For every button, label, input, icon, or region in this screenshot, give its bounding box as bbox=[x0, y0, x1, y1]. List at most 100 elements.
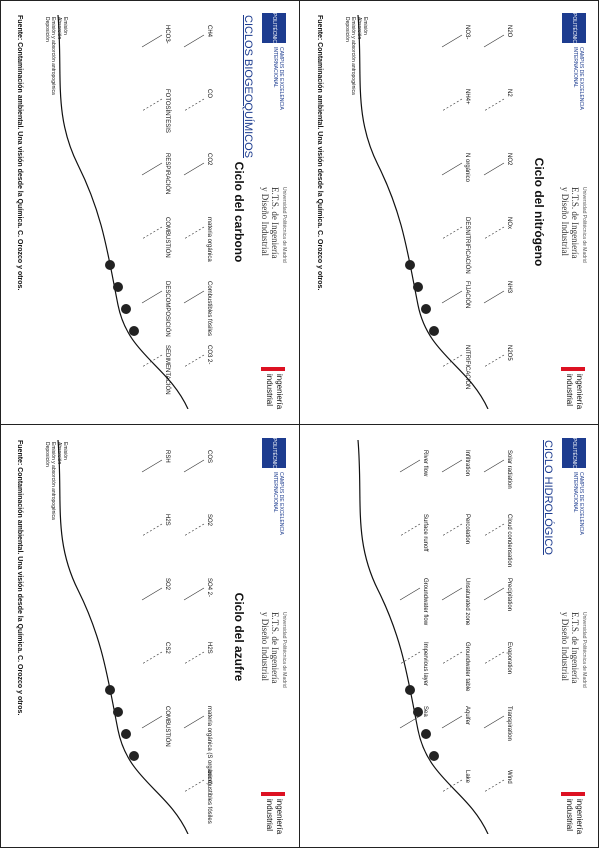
diagram-label: NH3 bbox=[506, 281, 512, 294]
flow-arrow bbox=[183, 651, 204, 665]
flow-arrow bbox=[441, 715, 462, 729]
tree-icon bbox=[404, 260, 415, 270]
diagram-label: DESCOMPOSICIÓN bbox=[164, 281, 171, 337]
diagram-label: RESPIRACIÓN bbox=[164, 153, 171, 194]
flow-arrow bbox=[441, 354, 462, 368]
logo-text: ingeniería industrial bbox=[264, 799, 284, 834]
slide-nitrogen-cell: POLITÉCNICA CAMPUS DE EXCELENCIA INTERNA… bbox=[300, 0, 599, 424]
school-name-line2: y Diseño Industrial bbox=[259, 187, 270, 256]
diagram-label: NH4+ bbox=[464, 89, 470, 105]
logo-bar bbox=[560, 792, 585, 796]
svg-text:Lake: Lake bbox=[464, 770, 470, 784]
svg-text:CO2: CO2 bbox=[206, 153, 212, 166]
ingenieria-industrial-logo: ingeniería industrial bbox=[559, 367, 587, 411]
school-name-line1: E.T.S. de Ingeniería bbox=[569, 612, 580, 684]
flow-arrow bbox=[483, 226, 504, 240]
tree-icon bbox=[412, 707, 423, 717]
diagram-label: NOx bbox=[506, 217, 512, 229]
svg-text:N2O: N2O bbox=[506, 25, 512, 38]
flow-arrow bbox=[141, 715, 162, 729]
upm-logo: POLITÉCNICA bbox=[561, 438, 586, 471]
school-name: E.T.S. de Ingeniería y Diseño Industrial bbox=[560, 187, 580, 259]
flow-arrow bbox=[183, 290, 204, 304]
svg-text:combustibles fósiles: combustibles fósiles bbox=[206, 770, 212, 824]
logo-text-line1: ingeniería bbox=[274, 799, 284, 835]
flow-arrow bbox=[141, 162, 162, 176]
flow-arrow bbox=[141, 459, 162, 473]
diagram-label: Wind bbox=[506, 770, 512, 784]
slide-title: Ciclo del carbono bbox=[231, 161, 246, 263]
diagram-label: HCO3- bbox=[164, 25, 170, 44]
diagram-label: SEDIMENTACIÓN bbox=[164, 345, 171, 395]
diagram-label: SO2 bbox=[164, 578, 170, 591]
svg-text:Groundwater flow: Groundwater flow bbox=[422, 578, 428, 626]
tree-icon bbox=[128, 326, 139, 336]
tree-icon bbox=[428, 751, 439, 761]
flow-arrow bbox=[441, 226, 462, 240]
legend-item: Emisión bbox=[61, 442, 68, 460]
slide-title: Ciclo del nitrógeno bbox=[531, 157, 546, 267]
legend-item: Emisión y absorción antropogénica bbox=[349, 17, 356, 95]
logo-bar bbox=[560, 367, 585, 371]
svg-text:Surface runoff: Surface runoff bbox=[422, 514, 428, 552]
flow-arrow bbox=[141, 98, 162, 112]
flow-arrow bbox=[441, 651, 462, 665]
diagram-label: CO3 2- bbox=[206, 345, 212, 364]
svg-text:NH3: NH3 bbox=[506, 281, 512, 294]
school-name-line2: y Diseño Industrial bbox=[559, 187, 570, 256]
diagram-label: COMBUSTIÓN bbox=[164, 706, 171, 747]
diagram-label: materia orgánica (S orgánico) bbox=[206, 706, 212, 785]
flow-arrow bbox=[483, 162, 504, 176]
school-name-line2: y Diseño Industrial bbox=[559, 612, 570, 681]
tree-icon bbox=[428, 326, 439, 336]
svg-text:HCO3-: HCO3- bbox=[164, 25, 170, 44]
flow-arrow bbox=[441, 290, 462, 304]
flow-arrow bbox=[483, 290, 504, 304]
flow-arrow bbox=[141, 354, 162, 368]
flow-arrow bbox=[183, 354, 204, 368]
diagram-label: Transpiration bbox=[506, 706, 512, 741]
diagram-label: N2O5 bbox=[506, 345, 512, 361]
svg-text:Precipitation: Precipitation bbox=[506, 578, 512, 611]
logo-text-line2: industrial bbox=[564, 374, 574, 407]
slide-sulfur-cell: POLITÉCNICA CAMPUS DE EXCELENCIA INTERNA… bbox=[0, 425, 299, 849]
diagram-label: SO2 bbox=[206, 514, 212, 527]
flow-arrow bbox=[483, 34, 504, 48]
diagram-label: CH4 bbox=[206, 25, 212, 38]
svg-text:H2S: H2S bbox=[164, 514, 170, 526]
diagram-label: NO2 bbox=[506, 153, 512, 166]
flow-arrow bbox=[483, 98, 504, 112]
flow-arrow bbox=[183, 779, 204, 793]
svg-text:SO4 2-: SO4 2- bbox=[206, 578, 212, 597]
diagram-label: combustibles fósiles bbox=[206, 770, 212, 824]
source-citation: Fuente: Contaminación ambiental. Una vis… bbox=[315, 15, 323, 291]
legend-item: Emisión y absorción antropogénica bbox=[49, 17, 56, 95]
flow-arrow bbox=[483, 459, 504, 473]
slide-hydro-cell: POLITÉCNICA CAMPUS DE EXCELENCIA INTERNA… bbox=[300, 425, 599, 849]
school-name: E.T.S. de Ingeniería y Diseño Industrial bbox=[260, 187, 280, 259]
flow-arrow bbox=[483, 587, 504, 601]
ingenieria-industrial-logo: ingeniería industrial bbox=[259, 367, 287, 411]
source-citation: Fuente: Contaminación ambiental. Una vis… bbox=[15, 15, 23, 291]
svg-text:Aquifer: Aquifer bbox=[464, 706, 470, 725]
svg-text:H2S: H2S bbox=[206, 642, 212, 654]
legend-item: Emisión bbox=[61, 17, 68, 35]
diagram-label: N orgánico bbox=[464, 153, 470, 183]
logo-text: ingeniería industrial bbox=[564, 799, 584, 834]
svg-text:Combustibles fósiles: Combustibles fósiles bbox=[206, 281, 212, 336]
school-name-line1: E.T.S. de Ingeniería bbox=[569, 187, 580, 259]
slide-hydrologic: POLITÉCNICA CAMPUS DE EXCELENCIA INTERNA… bbox=[309, 432, 590, 842]
flow-arrow bbox=[141, 651, 162, 665]
tree-icon bbox=[420, 729, 431, 739]
svg-text:Sea: Sea bbox=[422, 706, 428, 717]
upm-logo: POLITÉCNICA bbox=[561, 13, 586, 46]
diagram-label: River flow bbox=[422, 450, 428, 477]
university-name: Universidad Politécnica de Madrid bbox=[580, 612, 587, 688]
upm-logo: POLITÉCNICA bbox=[261, 13, 286, 46]
school-name-line1: E.T.S. de Ingeniería bbox=[269, 612, 280, 684]
campus-label: CAMPUS DE EXCELENCIA INTERNACIONAL bbox=[571, 47, 584, 110]
legend-item: Emisión y absorción antropogénica bbox=[49, 442, 56, 520]
